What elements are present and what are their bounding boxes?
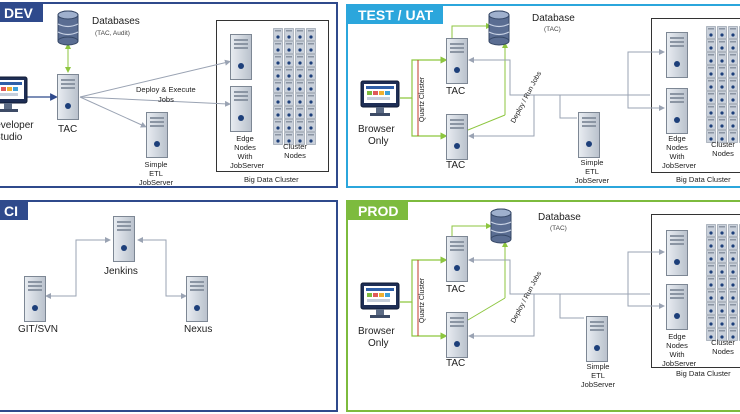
- dev-edge-line-4: JobServer: [230, 161, 265, 170]
- prod-big-data-cluster: [651, 214, 740, 368]
- dev-db-label: Databases: [92, 16, 140, 27]
- prod-database-icon: [490, 208, 512, 244]
- test-browser-icon: [360, 80, 400, 116]
- dev-etl-label: Simple ETL JobServer: [138, 160, 174, 187]
- dev-cluster-nodes-icon: [273, 28, 316, 145]
- ci-title: CI: [0, 202, 28, 220]
- dev-developer-studio-icon: [0, 76, 28, 112]
- prod-tac-bottom: TAC: [446, 358, 466, 369]
- prod-cluster-label: Cluster Nodes: [708, 338, 738, 356]
- prod-edge-line-3: With: [669, 350, 685, 359]
- test-edge-node-2-icon: [666, 88, 688, 134]
- dev-developer-label-2: Studio: [0, 132, 23, 143]
- test-browser-label-2: Only: [368, 136, 389, 147]
- dev-etl-jobserver-icon: [146, 112, 168, 158]
- test-edge-line-3: With: [669, 152, 685, 161]
- prod-quartz-label: Quartz Cluster: [419, 277, 427, 324]
- ci-git-label: GIT/SVN: [18, 324, 59, 335]
- prod-edge-node-2-icon: [666, 284, 688, 330]
- test-edge-node-1-icon: [666, 32, 688, 78]
- dev-tac-server-icon: [57, 74, 79, 120]
- dev-cluster-line-1: Cluster: [283, 142, 307, 151]
- prod-db-sub: (TAC): [550, 225, 567, 232]
- test-edge-label: Edge Nodes With JobServer: [662, 134, 697, 170]
- test-quartz-label: Quartz Cluster: [419, 76, 427, 123]
- test-tac-top-server-icon: [446, 38, 468, 84]
- prod-etl-jobserver-icon: [586, 316, 608, 362]
- test-etl-label: Simple ETL JobServer: [574, 158, 610, 185]
- dev-etl-line-3: JobServer: [138, 178, 174, 187]
- prod-tac-top: TAC: [446, 284, 466, 295]
- prod-edge-node-1-icon: [666, 230, 688, 276]
- ci-panel: CI: [0, 200, 338, 412]
- test-bdc-label: Big Data Cluster: [676, 175, 731, 184]
- test-edge-line-4: JobServer: [662, 161, 697, 170]
- prod-bdc-label: Big Data Cluster: [676, 369, 731, 378]
- dev-etl-line-1: Simple: [144, 160, 168, 169]
- dev-edge-label: Edge Nodes With JobServer: [230, 134, 265, 170]
- test-database-icon: [488, 10, 510, 46]
- dev-edge-line-2: Nodes: [234, 143, 256, 152]
- prod-tac-bottom-server-icon: [446, 312, 468, 358]
- dev-edge-line-1: Edge: [236, 134, 254, 143]
- test-db-sub: (TAC): [544, 26, 561, 33]
- test-big-data-cluster: [651, 18, 740, 173]
- prod-cluster-line-1: Cluster: [711, 338, 735, 347]
- test-browser-label-1: Browser: [358, 124, 395, 135]
- dev-db-sub: (TAC, Audit): [95, 30, 130, 37]
- prod-title: PROD: [348, 202, 409, 220]
- dev-title: DEV: [0, 4, 43, 22]
- dev-cluster-line-2: Nodes: [284, 151, 306, 160]
- prod-db-label: Database: [538, 212, 581, 223]
- test-etl-line-1: Simple: [580, 158, 604, 167]
- test-edge-line-1: Edge: [668, 134, 686, 143]
- test-cluster-line-1: Cluster: [711, 140, 735, 149]
- prod-edge-label: Edge Nodes With JobServer: [662, 332, 697, 368]
- test-cluster-nodes-icon: [706, 26, 740, 143]
- test-edge-line-2: Nodes: [666, 143, 688, 152]
- ci-nexus-server-icon: [186, 276, 208, 322]
- ci-git-server-icon: [24, 276, 46, 322]
- dev-edge-node-2-icon: [230, 86, 252, 132]
- dev-database-icon: [57, 10, 79, 46]
- prod-edge-line-2: Nodes: [666, 341, 688, 350]
- test-etl-jobserver-icon: [578, 112, 600, 158]
- dev-deploy-label-2: Jobs: [158, 95, 174, 104]
- dev-edge-line-3: With: [237, 152, 253, 161]
- dev-bdc-label: Big Data Cluster: [244, 175, 299, 184]
- dev-deploy-label-1: Deploy & Execute: [136, 85, 196, 94]
- prod-browser-label-1: Browser: [358, 326, 395, 337]
- dev-developer-label-1: Developer: [0, 120, 34, 131]
- dev-edge-node-1-icon: [230, 34, 252, 80]
- dev-cluster-label: Cluster Nodes: [280, 142, 310, 160]
- prod-tac-top-server-icon: [446, 236, 468, 282]
- ci-jenkins-label: Jenkins: [104, 266, 138, 277]
- prod-cluster-line-2: Nodes: [712, 347, 734, 356]
- prod-etl-line-3: JobServer: [580, 380, 616, 389]
- ci-jenkins-server-icon: [113, 216, 135, 262]
- dev-big-data-cluster: [216, 20, 329, 172]
- prod-browser-label-2: Only: [368, 338, 389, 349]
- prod-edge-line-1: Edge: [668, 332, 686, 341]
- test-cluster-label: Cluster Nodes: [708, 140, 738, 158]
- prod-etl-line-2: ETL: [591, 371, 605, 380]
- test-db-label: Database: [532, 13, 575, 24]
- prod-etl-label: Simple ETL JobServer: [580, 362, 616, 389]
- prod-edge-line-4: JobServer: [662, 359, 697, 368]
- test-tac-top: TAC: [446, 86, 466, 97]
- dev-etl-line-2: ETL: [149, 169, 163, 178]
- test-title: TEST / UAT: [348, 6, 444, 24]
- prod-cluster-nodes-icon: [706, 224, 740, 341]
- dev-tac-label: TAC: [58, 124, 78, 135]
- test-etl-line-2: ETL: [585, 167, 599, 176]
- test-tac-bottom-server-icon: [446, 114, 468, 160]
- test-etl-line-3: JobServer: [574, 176, 610, 185]
- test-tac-bottom: TAC: [446, 160, 466, 171]
- prod-etl-line-1: Simple: [586, 362, 610, 371]
- test-cluster-line-2: Nodes: [712, 149, 734, 158]
- prod-browser-icon: [360, 282, 400, 318]
- ci-nexus-label: Nexus: [184, 324, 213, 335]
